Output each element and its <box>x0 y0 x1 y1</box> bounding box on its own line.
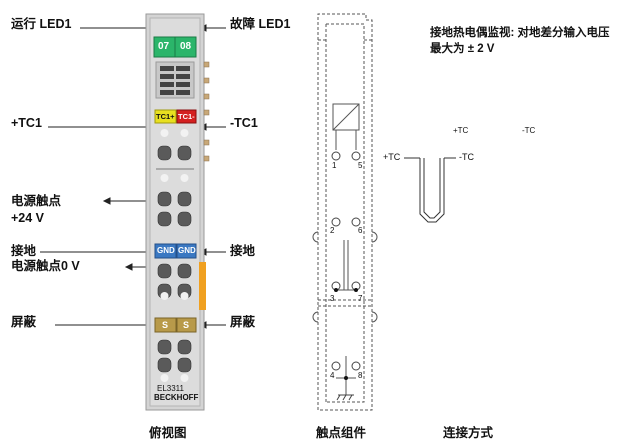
junction-dots <box>334 288 358 380</box>
caption-contact-assembly: 触点组件 <box>316 426 367 440</box>
run-led-label: 运行 LED1 <box>11 17 72 31</box>
contact-pins <box>331 151 361 371</box>
pin-label: 7 <box>358 294 363 303</box>
pin-label: 5 <box>358 161 363 170</box>
plus-tc-label: +TC <box>383 152 401 162</box>
pin-label: 6 <box>358 226 363 235</box>
caption-connection-method: 连接方式 <box>443 426 494 440</box>
shield-label-right: 屏蔽 <box>230 315 256 329</box>
led-label-08: 08 <box>180 41 192 52</box>
module-brand: BECKHOFF <box>154 393 199 402</box>
minus-tc1-label: -TC1 <box>230 116 258 130</box>
caption-top-view: 俯视图 <box>149 426 187 440</box>
led-indicators <box>155 61 195 99</box>
tc-minus-tag: TC1- <box>178 112 195 121</box>
small-minus-tc: -TC <box>522 126 536 135</box>
gnd-tag-right: GND <box>178 246 196 255</box>
ground-label-left: 接地 <box>11 244 37 258</box>
ground-label-right: 接地 <box>230 244 256 258</box>
pin-label: 3 <box>330 294 335 303</box>
terminal-holes <box>160 129 189 382</box>
plus-tc1-label: +TC1 <box>11 116 42 130</box>
pin-label: 2 <box>330 226 335 235</box>
module-model: EL3311 <box>157 384 184 393</box>
connection-note-line1: 接地热电偶监视: 对地差分输入电压 <box>430 27 610 39</box>
gnd-tag-left: GND <box>157 246 175 255</box>
power-contact-label: 电源触点 <box>11 194 62 208</box>
shield-tag-left: S <box>162 320 169 330</box>
shield-label-left: 屏蔽 <box>11 315 37 329</box>
power-contact-0v-label: 电源触点0 V <box>11 259 80 273</box>
side-contacts <box>203 61 210 162</box>
led-label-07: 07 <box>158 41 170 52</box>
ground-symbol <box>336 394 354 401</box>
pin-label: 1 <box>332 161 337 170</box>
tc-plus-tag: TC1+ <box>156 112 175 121</box>
connection-note-line2: 最大为 ± 2 V <box>430 43 495 55</box>
small-plus-tc: +TC <box>453 126 469 135</box>
shield-tag-right: S <box>183 320 190 330</box>
side-orange-strip <box>199 262 206 310</box>
error-led-label: 故障 LED1 <box>230 17 291 31</box>
pin-label: 4 <box>330 371 335 380</box>
minus-tc-label: -TC <box>459 152 474 162</box>
pin-label: 8 <box>358 371 363 380</box>
power-contact-voltage-label: +24 V <box>11 211 45 225</box>
